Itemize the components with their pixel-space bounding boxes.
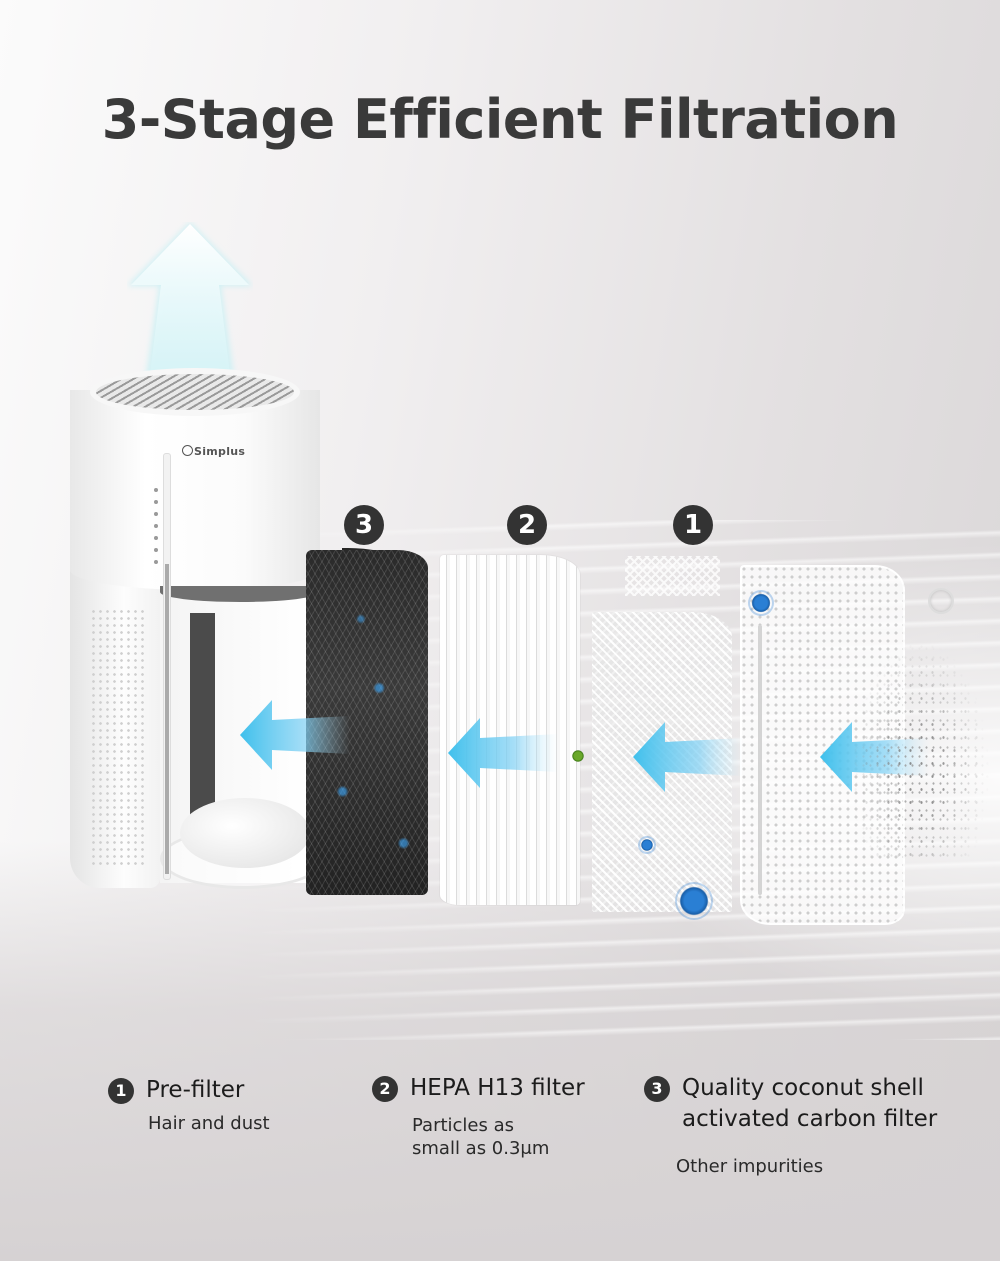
flow-arrow-left-icon: [240, 700, 350, 770]
legend-name-line1: Quality coconut shell: [682, 1075, 924, 1101]
purifier-upper-body: [70, 390, 320, 590]
purifier-perforation: [90, 608, 145, 868]
brand-logo: Simplus: [182, 445, 245, 458]
frame-slot: [758, 625, 762, 895]
hepa-filter: [440, 555, 580, 905]
virus-icon: [640, 838, 654, 852]
legend-description-line1: Particles as: [412, 1115, 515, 1136]
page-title: 3-Stage Efficient Filtration: [101, 88, 899, 151]
bubble-icon: [928, 588, 954, 614]
purifier-fan-cone: [180, 798, 310, 868]
air-purifier-unit: Simplus: [70, 368, 326, 893]
pre-filter-back: [625, 556, 720, 596]
flow-arrow-left-icon: [633, 722, 743, 792]
chamber-ring: [160, 586, 320, 602]
legend-description-line2: small as 0.3μm: [412, 1138, 550, 1159]
stage-badge-2: 2: [507, 505, 547, 545]
legend-name: HEPA H13 filter: [410, 1075, 585, 1101]
control-indicators: [154, 488, 164, 572]
stage-badge-1: 1: [673, 505, 713, 545]
virus-icon: [750, 592, 772, 614]
dust-particles-icon: [850, 640, 990, 860]
legend-number-badge: 3: [644, 1076, 670, 1102]
control-panel-strip: [163, 453, 171, 880]
legend-name-line2: activated carbon filter: [682, 1106, 938, 1132]
legend-item-hepa: 2 HEPA H13 filter Particles as small as …: [372, 1073, 612, 1168]
stage-badge-3: 3: [344, 505, 384, 545]
legend-name: Pre-filter: [146, 1077, 245, 1103]
virus-icon: [677, 884, 711, 918]
legend-description: Hair and dust: [148, 1113, 270, 1134]
legend-item-pre-filter: 1 Pre-filter Hair and dust: [108, 1075, 348, 1145]
legend-number-badge: 2: [372, 1076, 398, 1102]
airflow-up-arrow-icon: [127, 222, 253, 382]
purifier-top-grille: [90, 368, 300, 416]
legend-item-carbon: 3 Quality coconut shell activated carbon…: [644, 1073, 974, 1183]
flow-arrow-left-icon: [448, 718, 558, 788]
virus-icon: [571, 749, 585, 763]
brand-logo-icon: [182, 445, 193, 456]
legend-number-badge: 1: [108, 1078, 134, 1104]
legend-description: Other impurities: [676, 1156, 824, 1177]
brand-name: Simplus: [194, 445, 246, 458]
